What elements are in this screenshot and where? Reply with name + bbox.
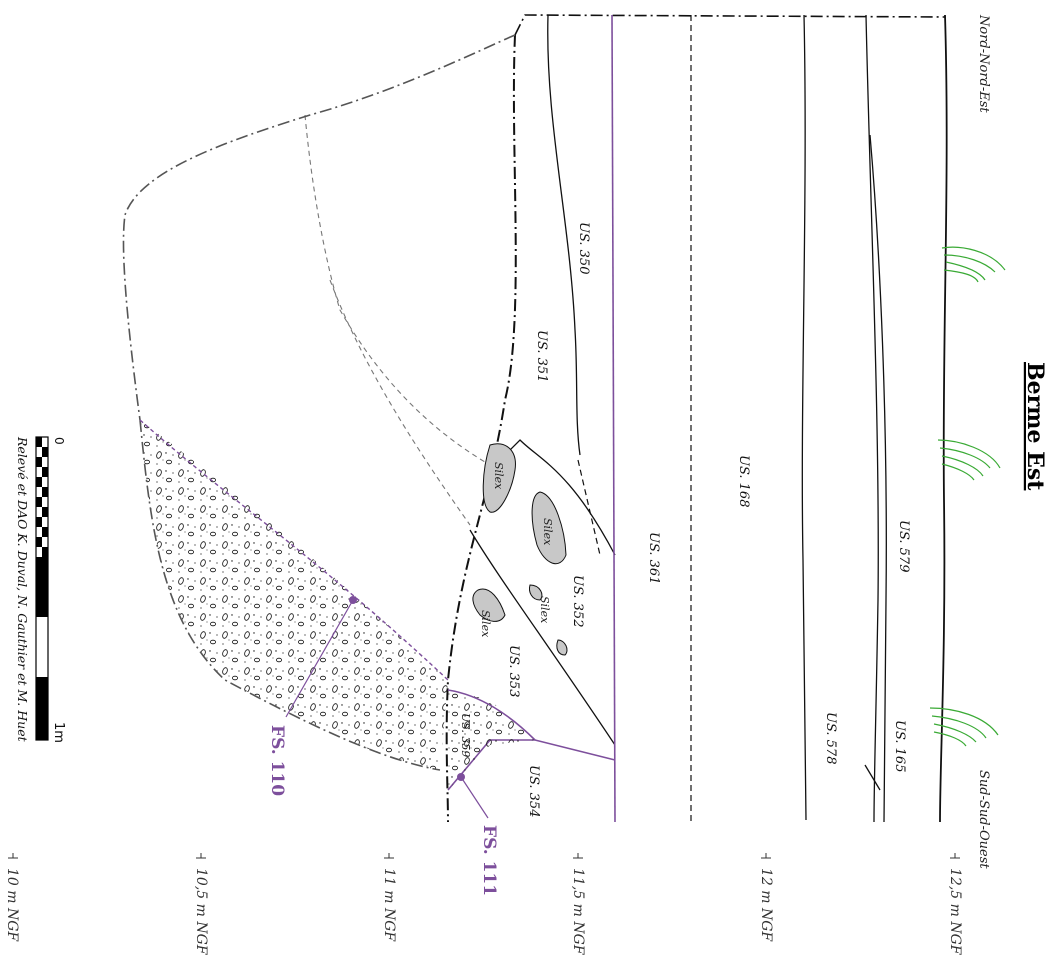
interface-gray-1 <box>304 114 491 466</box>
fs110-lower-edge <box>139 419 441 771</box>
silex-stone-1 <box>482 443 516 513</box>
fs111-gravel-area <box>448 690 535 790</box>
fs110-marker-dot <box>349 596 357 604</box>
boundary-us350 <box>547 14 581 456</box>
layer-boundaries <box>469 14 948 823</box>
label-us165: US. 165 <box>892 720 907 772</box>
scale-bar: 0 1m <box>35 436 66 743</box>
boundary-us353 <box>469 529 616 746</box>
label-us579: US. 579 <box>896 520 911 572</box>
boundary-us352 <box>489 439 616 556</box>
elevation-label: 10,5 m NGF <box>193 868 209 956</box>
elevation-label: 11,5 m NGF <box>570 868 586 956</box>
page-title: Berme Est <box>1022 362 1048 491</box>
silex-stone-4 <box>529 584 543 601</box>
grass-tuft-icon-3 <box>929 707 999 747</box>
label-us353: US. 353 <box>506 645 521 697</box>
fs111-label: FS. 111 <box>479 825 499 896</box>
fs110-gravel-area <box>140 420 448 770</box>
silex-label-2: Silex <box>541 518 554 546</box>
silex-stone-3 <box>472 588 506 622</box>
label-us361: US. 361 <box>646 532 661 584</box>
elevation-label: 12 m NGF <box>758 868 774 942</box>
label-us350: US. 350 <box>576 222 591 274</box>
trench-limit <box>611 14 616 823</box>
label-us351: US. 351 <box>534 330 549 382</box>
silex-label-3: Silex <box>538 596 551 624</box>
silex-stones <box>472 443 568 656</box>
elevation-tick-10: 10 m NGF <box>4 853 20 942</box>
interface-gray-2 <box>329 279 471 526</box>
excavation-limit-top <box>514 14 946 36</box>
credit-line: Relevé et DAO K. Duval, N. Gauthier et M… <box>15 436 30 743</box>
elevation-axis: 10 m NGF 10,5 m NGF 11 m NGF 11,5 m NGF … <box>4 853 963 956</box>
elevation-label: 12,5 m NGF <box>947 868 963 956</box>
silex-label-4: Silex <box>479 610 492 638</box>
elevation-tick-11: 11 m NGF <box>381 853 397 942</box>
boundary-us579-upper <box>801 14 807 821</box>
label-us578: US. 578 <box>823 712 838 764</box>
boundary-us578-b <box>869 134 887 823</box>
fs110-label: FS. 110 <box>267 725 287 796</box>
fs111-fill <box>447 689 536 790</box>
silex-label-1: Silex <box>492 462 505 490</box>
leader-us165 <box>864 764 881 791</box>
silex-stone-5 <box>556 639 568 656</box>
elevation-tick-12: 12 m NGF <box>758 853 774 942</box>
label-us352: US. 352 <box>570 575 585 627</box>
surface-line <box>939 14 948 823</box>
boundary-us578-a <box>865 14 879 823</box>
silex-stone-2 <box>531 491 567 565</box>
elevation-label: 11 m NGF <box>381 868 397 942</box>
label-us354: US. 354 <box>526 765 541 817</box>
fs110-fill <box>139 419 449 771</box>
limit-us351 <box>577 459 601 556</box>
grass-tuft-icon-1 <box>941 246 1006 283</box>
layer-labels: US. 350 US. 351 US. 168 US. 361 US. 579 … <box>459 222 911 817</box>
excavation-limits <box>122 14 946 823</box>
fs111-upper-edge <box>447 689 536 741</box>
elevation-tick-10-5: 10,5 m NGF <box>193 853 209 956</box>
dashed-limits <box>304 15 692 822</box>
fs-markers <box>285 596 489 819</box>
excavation-limit-pit <box>445 34 517 823</box>
orientation-end: Sud-Sud-Ouest <box>976 770 991 869</box>
excavation-limit-outer <box>122 34 516 421</box>
elevation-tick-11-5: 11,5 m NGF <box>570 853 586 956</box>
elevation-label: 10 m NGF <box>4 868 20 942</box>
elevation-tick-12-5: 12,5 m NGF <box>947 853 963 956</box>
fs111-leader <box>460 776 489 819</box>
label-us359: US. 359 <box>459 713 472 757</box>
orientation-start: Nord-Nord-Est <box>976 14 991 113</box>
scale-start-label: 0 <box>52 437 66 445</box>
scale-end-label: 1m <box>51 722 66 743</box>
grass-tuft-icon-2 <box>937 439 1001 481</box>
fs110-leader <box>285 599 354 718</box>
label-us168: US. 168 <box>736 455 751 507</box>
vegetation <box>929 246 1006 747</box>
fs111-marker-dot <box>457 773 465 781</box>
